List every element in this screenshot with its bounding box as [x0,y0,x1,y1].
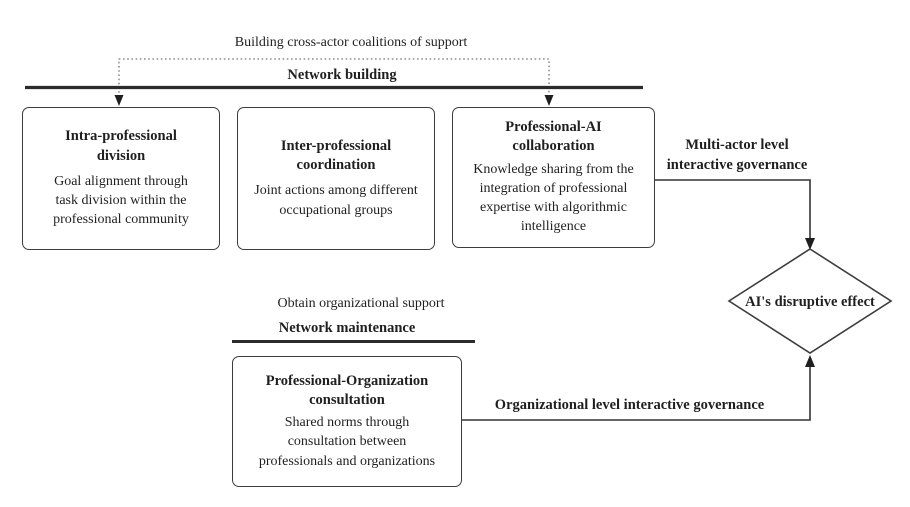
intra-professional-division-body: Goal alignment through task division wit… [53,173,189,228]
professional-ai-collaboration-title: Professional-AI collaboration [505,119,602,155]
multi-actor-arrow-icon [805,238,815,250]
professional-ai-collaboration-box: Professional-AI collaboration Knowledge … [452,107,655,248]
professional-organization-consultation-title: Professional-Organization consultation [265,372,429,409]
professional-organization-consultation-body: Shared norms through consultation betwee… [258,415,436,469]
obtain-support-label: Obtain organizational support [277,296,445,311]
inter-professional-coordination-title: Inter-professional coordination [280,138,392,174]
network-maintenance-label: Network maintenance [278,320,416,336]
coalition-arrow-left-icon [114,95,124,106]
organizational-connector [461,366,811,421]
professional-organization-consultation-box: Professional-Organization consultation S… [232,356,462,487]
intra-professional-division-title: Intra-professional division [65,128,177,164]
organizational-arrow-icon [805,355,815,367]
multi-actor-governance-label: Multi-actor level interactive governance [666,137,808,173]
intra-professional-division-box: Intra-professional division Goal alignme… [22,107,220,250]
outcome-diamond-label: AI's disruptive effect [745,294,875,310]
inter-professional-coordination-box: Inter-professional coordination Joint ac… [237,107,435,250]
outcome-diamond-shape [727,248,893,354]
professional-ai-collaboration-body: Knowledge sharing from the integration o… [473,161,634,235]
inter-professional-coordination-body: Joint actions among different occupation… [254,183,418,218]
multi-actor-connector [654,179,811,239]
organizational-governance-label: Organizational level interactive governa… [494,397,765,413]
coalition-dotted-connector [118,58,550,97]
network-building-label: Network building [287,67,397,83]
coalition-arrow-right-icon [544,95,554,106]
coalition-label: Building cross-actor coalitions of suppo… [234,35,468,50]
